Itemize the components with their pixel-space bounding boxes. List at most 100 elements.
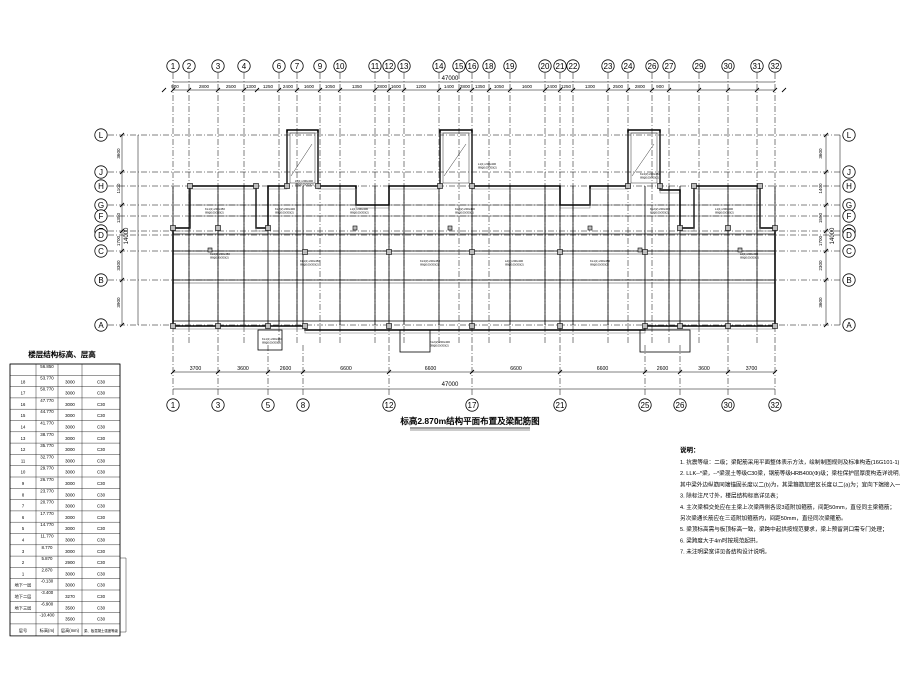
column <box>284 183 290 189</box>
left-dimension-5: 3900 <box>116 297 121 308</box>
table-floor-21: 地下三层 <box>15 604 32 611</box>
table-height-2: 3000 <box>65 391 75 396</box>
left-dimension-2: 1350 <box>116 212 121 223</box>
row-bubble-left-C <box>94 244 108 258</box>
axis-label-top-22: 22 <box>569 62 578 71</box>
axis-bubble-14 <box>432 59 446 73</box>
axis-bubble-9 <box>313 59 327 73</box>
axis-bubble-31 <box>750 59 764 73</box>
beam-label-0: KL1(1) 200x450 <box>205 207 225 211</box>
beam-marker <box>637 247 643 253</box>
table-floor-6: 13 <box>21 436 26 441</box>
table-height-21: 3500 <box>65 605 75 610</box>
top-dimension-21: 2800 <box>635 84 646 89</box>
column <box>215 225 221 231</box>
table-height-20: 3270 <box>65 594 75 599</box>
bottom-dimension-7: 2600 <box>657 366 669 372</box>
row-label-right-G: G <box>846 201 852 210</box>
table-concrete-6: C30 <box>97 436 106 441</box>
beam-label-15: KL1(1) 200x450 <box>262 337 282 341</box>
column <box>187 183 193 189</box>
axis-bubble-27 <box>662 59 676 73</box>
balcony-beam <box>257 329 283 351</box>
axis-label-top-1: 1 <box>171 62 176 71</box>
table-concrete-19: C30 <box>97 583 106 588</box>
beam-stirrup-9: Φ8@100/200(2) <box>740 256 759 260</box>
column <box>469 183 475 189</box>
note-item-1: 2. LLK--*梁，--*梁混土等级C30梁，钢筋等级HRB400(Φ)级；梁… <box>680 469 900 477</box>
axis-bubble-11 <box>368 59 382 73</box>
beam-label-3: KL3(3) 200x450 <box>420 259 440 263</box>
axis-label-top-6: 6 <box>277 62 282 71</box>
axis-bubble-20 <box>538 59 552 73</box>
bottom-dimension-2: 2600 <box>280 366 292 372</box>
table-elevation-9: 29.770 <box>40 466 54 471</box>
axis-label-top-3: 3 <box>216 62 221 71</box>
column <box>302 323 308 329</box>
axis-label-top-23: 23 <box>604 62 613 71</box>
table-header-height: 层高(mm) <box>61 627 80 634</box>
axis-bubble-15 <box>452 59 466 73</box>
table-height-19: 3000 <box>65 583 75 588</box>
table-height-11: 3000 <box>65 492 75 497</box>
column <box>386 323 392 329</box>
table-floor-19: 地下一层 <box>15 582 32 589</box>
bottom-dimension-8: 3600 <box>698 366 710 372</box>
table-concrete-1: C30 <box>97 379 106 384</box>
table-elevation-1: 53.770 <box>40 375 54 380</box>
column <box>302 249 308 255</box>
axis-bubble-bottom-25 <box>638 398 652 412</box>
beam-label-1: KL2(2) 200x400 <box>275 207 295 211</box>
bottom-dimension-3: 6600 <box>340 366 352 372</box>
table-elevation-6: 38.770 <box>40 432 54 437</box>
bottom-dimension-6: 6600 <box>597 366 609 372</box>
column <box>437 183 443 189</box>
table-concrete-10: C30 <box>97 481 106 486</box>
column <box>170 225 176 231</box>
table-floor-16: 3 <box>22 549 25 554</box>
axis-bubble-4 <box>237 59 251 73</box>
axis-label-top-7: 7 <box>295 62 300 71</box>
right-total-dimension: 14000 <box>830 227 836 244</box>
table-elevation-10: 26.770 <box>40 477 54 482</box>
beam-label-7: L1(1) 200x400 <box>715 207 733 211</box>
beam-stirrup-14: Φ8@100/200(2) <box>295 183 314 187</box>
table-floor-14: 5 <box>22 526 25 531</box>
building-outline-inner <box>172 132 776 334</box>
column <box>772 225 778 231</box>
table-floor-9: 10 <box>21 470 26 475</box>
stair-core <box>289 132 316 184</box>
beam-label-14: L2(1) 200x400 <box>295 179 313 183</box>
table-elevation-4: 44.770 <box>40 409 54 414</box>
axis-label-top-27: 27 <box>665 62 674 71</box>
left-total-dimension: 14000 <box>124 227 130 244</box>
table-concrete-3: C30 <box>97 402 106 407</box>
stair-core <box>630 132 658 184</box>
row-label-left-F: F <box>99 212 104 221</box>
axis-bubble-7 <box>290 59 304 73</box>
building-plan <box>170 129 778 353</box>
axis-label-top-4: 4 <box>242 62 247 71</box>
table-elevation-3: 47.770 <box>40 398 54 403</box>
axis-bubble-32 <box>768 59 782 73</box>
table-height-5: 3000 <box>65 425 75 430</box>
table-floor-3: 16 <box>21 402 26 407</box>
top-dimension-12: 1400 <box>444 84 455 89</box>
bottom-dimension-5: 6600 <box>510 366 522 372</box>
top-dimension-3: 1300 <box>246 84 257 89</box>
table-height-7: 3000 <box>65 447 75 452</box>
table-floor-10: 9 <box>22 481 25 486</box>
bottom-total-dimension: 47000 <box>442 382 459 388</box>
stair-run <box>443 143 467 177</box>
row-label-right-J: J <box>847 168 851 177</box>
table-elevation-17: 5.870 <box>42 556 54 561</box>
axis-label-bottom-17: 17 <box>468 401 477 410</box>
column <box>469 323 475 329</box>
row-label-left-H: H <box>98 182 104 191</box>
table-height-9: 3000 <box>65 470 75 475</box>
axis-label-top-2: 2 <box>187 62 192 71</box>
table-elevation-12: 20.770 <box>40 500 54 505</box>
axis-label-bottom-32: 32 <box>771 401 780 410</box>
axis-label-top-9: 9 <box>318 62 323 71</box>
